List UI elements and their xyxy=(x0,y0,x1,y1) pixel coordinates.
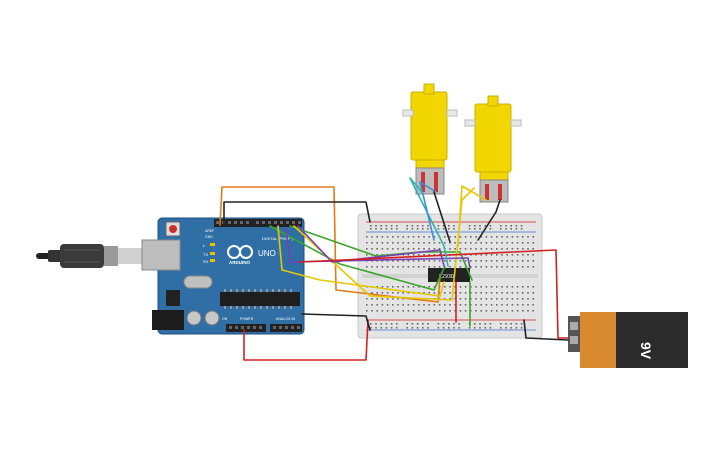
model-label: UNO xyxy=(258,249,276,258)
tx-led xyxy=(210,252,215,255)
power-header-label: POWER xyxy=(240,317,254,321)
gnd-label: GND xyxy=(205,235,213,239)
power-header xyxy=(226,324,266,332)
aref-label: AREF xyxy=(205,229,214,233)
crystal xyxy=(183,275,213,289)
wire-red-2[interactable] xyxy=(299,249,569,339)
arduino-logo-icon xyxy=(227,245,253,259)
dc-motor-1[interactable] xyxy=(402,83,458,195)
analog-header-label: ANALOG IN xyxy=(276,317,296,321)
driver-chip-label: L293D xyxy=(439,274,454,280)
atmega-chip xyxy=(220,292,300,306)
wire-purple-1[interactable] xyxy=(285,227,471,269)
usb-port xyxy=(141,239,181,271)
capacitor-1 xyxy=(186,310,202,326)
l-led xyxy=(210,243,215,246)
wire-yellow-1[interactable] xyxy=(277,225,445,297)
l293d-motor-driver[interactable]: L293D xyxy=(428,268,470,282)
digital-header-label: DIGITAL (PWM~) xyxy=(262,236,294,241)
dc-motor-2[interactable] xyxy=(464,95,522,203)
wire-blue-1[interactable] xyxy=(419,181,437,241)
power-jack xyxy=(152,310,184,330)
wire-black-1[interactable] xyxy=(223,201,371,226)
wire-yellow-3[interactable] xyxy=(457,185,487,247)
wires xyxy=(219,177,569,361)
battery-9v[interactable]: 9V xyxy=(568,312,688,368)
wire-yellow-2[interactable] xyxy=(293,187,475,301)
wire-black-3[interactable] xyxy=(523,319,569,341)
breadboard-holes xyxy=(366,225,534,329)
tx-label: TX xyxy=(203,252,208,257)
wire-red-1[interactable] xyxy=(243,319,369,361)
wire-black-5[interactable] xyxy=(477,199,501,241)
usb-cable[interactable] xyxy=(36,244,142,268)
wire-black-2[interactable] xyxy=(301,313,371,331)
battery-label: 9V xyxy=(638,342,654,360)
arduino-uno-board[interactable]: DIGITAL (PWM~) AREF GND L TX RX ARDUINO … xyxy=(141,217,305,335)
rx-label: RX xyxy=(203,259,209,264)
wire-green-1[interactable] xyxy=(269,225,445,291)
wire-black-4[interactable] xyxy=(433,191,451,243)
brand-label: ARDUINO xyxy=(229,260,250,265)
capacitor-2 xyxy=(204,310,220,326)
voltage-regulator xyxy=(166,290,180,306)
rx-led xyxy=(210,259,215,262)
on-label: ON xyxy=(222,317,228,321)
wire-purple-2[interactable] xyxy=(297,225,445,267)
wire-orange-1[interactable] xyxy=(219,186,441,303)
l-led-label: L xyxy=(203,243,206,248)
